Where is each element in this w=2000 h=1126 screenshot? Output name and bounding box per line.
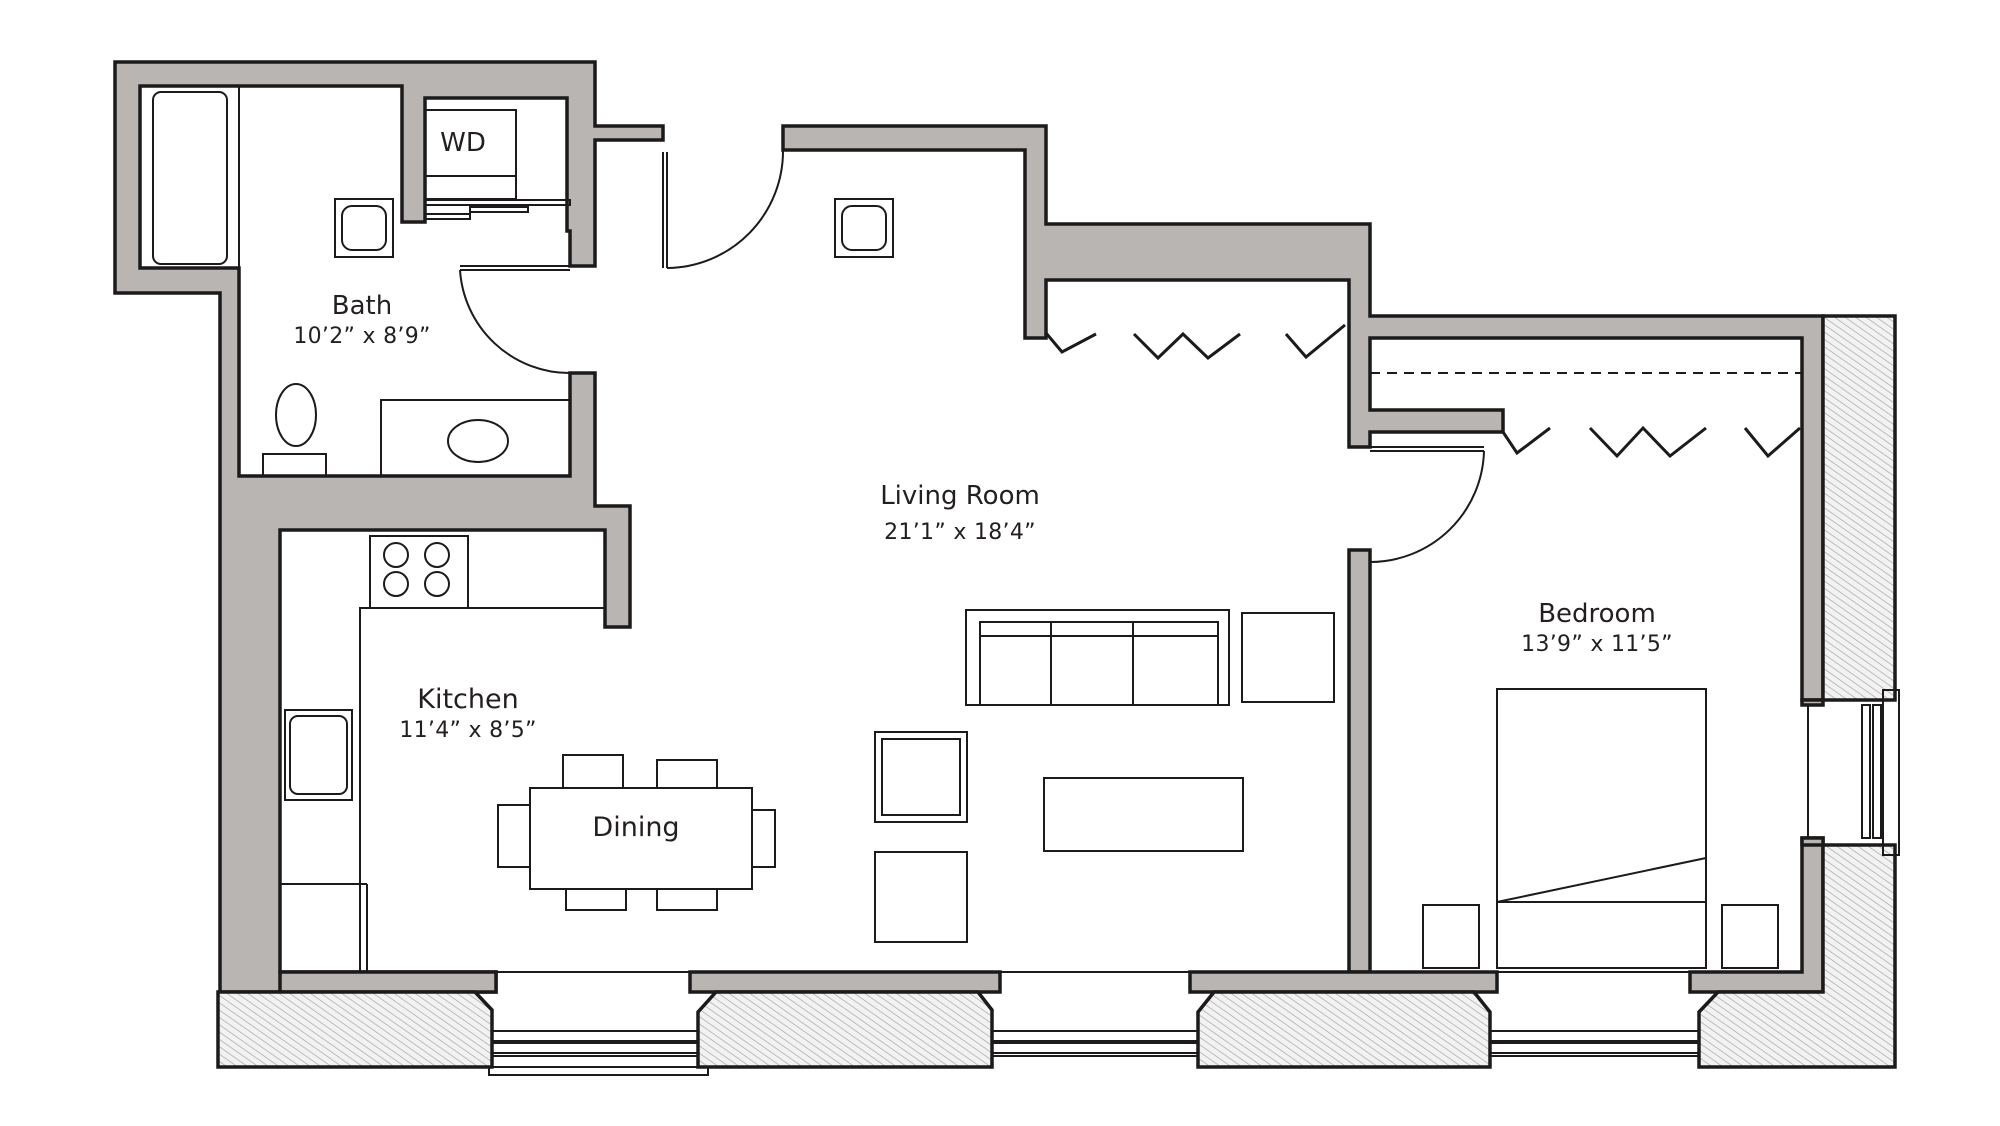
bed <box>1496 688 1707 969</box>
coffee-table <box>1043 777 1244 852</box>
room-dimensions: 11’4” x 8’5” <box>399 718 537 743</box>
kitchen-sink <box>284 709 353 801</box>
bath-fixtures <box>139 85 894 463</box>
bedroom-furniture <box>1422 688 1779 969</box>
washer-dryer <box>424 109 517 200</box>
sofa <box>965 609 1230 706</box>
windows <box>488 689 1900 1076</box>
armchair <box>874 731 968 823</box>
bath-label: Bath 10’2” x 8’9” <box>293 290 430 352</box>
bedroom-label: Bedroom 13’9” x 11’5” <box>1521 598 1673 660</box>
kitchen-fixtures <box>284 535 469 801</box>
nightstand-left <box>1422 904 1480 969</box>
dining-table <box>529 787 753 890</box>
room-name: Bath <box>331 291 393 321</box>
vanity-sink <box>447 419 509 463</box>
living-furniture <box>874 609 1335 943</box>
room-name: Bedroom <box>1538 599 1656 629</box>
bathtub-basin <box>152 91 228 265</box>
room-name: Kitchen <box>417 684 519 715</box>
cooktop <box>369 535 469 609</box>
masonry-piers <box>216 314 1897 1069</box>
side-table <box>1241 612 1335 703</box>
interior-lines <box>262 399 605 972</box>
toilet-bowl <box>275 383 317 447</box>
living-room-label: Living Room 21’1” x 18’4” <box>880 480 1040 548</box>
ottoman <box>874 851 968 943</box>
room-name: Living Room <box>880 481 1040 511</box>
closets <box>1044 279 1802 459</box>
kitchen-label: Kitchen 11’4” x 8’5” <box>399 684 536 746</box>
room-dimensions: 10’2” x 8’9” <box>293 324 431 349</box>
washer-dryer-label: WD <box>440 128 486 158</box>
dining-label: Dining <box>592 812 680 843</box>
nightstand-right <box>1721 904 1779 969</box>
dining-set <box>497 754 776 911</box>
room-dimensions: 13’9” x 11’5” <box>1521 632 1673 657</box>
room-dimensions: 21’1” x 18’4” <box>884 520 1036 545</box>
bath-sink-square <box>334 198 394 258</box>
bathtub <box>139 85 240 269</box>
doors <box>424 149 1485 563</box>
exterior-walls <box>113 60 1825 994</box>
